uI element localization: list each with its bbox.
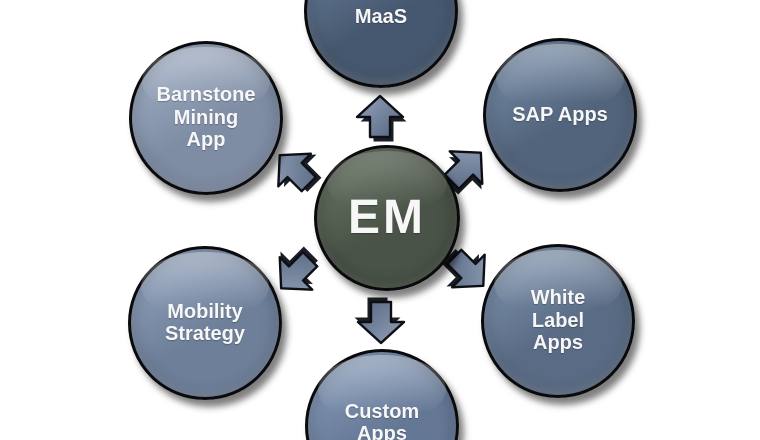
node-em-label: EM bbox=[348, 191, 426, 244]
node-maas-label: MaaS bbox=[354, 5, 408, 28]
arrow-up-left-icon bbox=[277, 152, 322, 193]
arrow-up-icon bbox=[355, 94, 407, 142]
node-custom-apps: Custom Apps bbox=[305, 349, 459, 440]
node-barnstone-mining-app-label: Barnstone Mining App bbox=[156, 84, 256, 152]
node-white-label-apps-label: White Label Apps bbox=[530, 287, 586, 355]
node-sap-apps: SAP Apps bbox=[483, 38, 637, 192]
node-maas: MaaS bbox=[304, 0, 458, 88]
node-sap-apps-label: SAP Apps bbox=[512, 103, 608, 126]
node-custom-apps-label: Custom Apps bbox=[344, 400, 420, 440]
node-mobility-strategy: Mobility Strategy bbox=[128, 246, 282, 400]
arrow-down-left-icon bbox=[278, 246, 319, 291]
arrow-down-right-icon bbox=[441, 248, 486, 289]
arrow-up-right-icon bbox=[443, 150, 484, 195]
arrow-down-icon bbox=[354, 297, 406, 345]
node-barnstone-mining-app: Barnstone Mining App bbox=[129, 41, 283, 195]
node-em-center: EM bbox=[314, 145, 460, 291]
node-white-label-apps: White Label Apps bbox=[481, 244, 635, 398]
node-mobility-strategy-label: Mobility Strategy bbox=[164, 300, 246, 345]
